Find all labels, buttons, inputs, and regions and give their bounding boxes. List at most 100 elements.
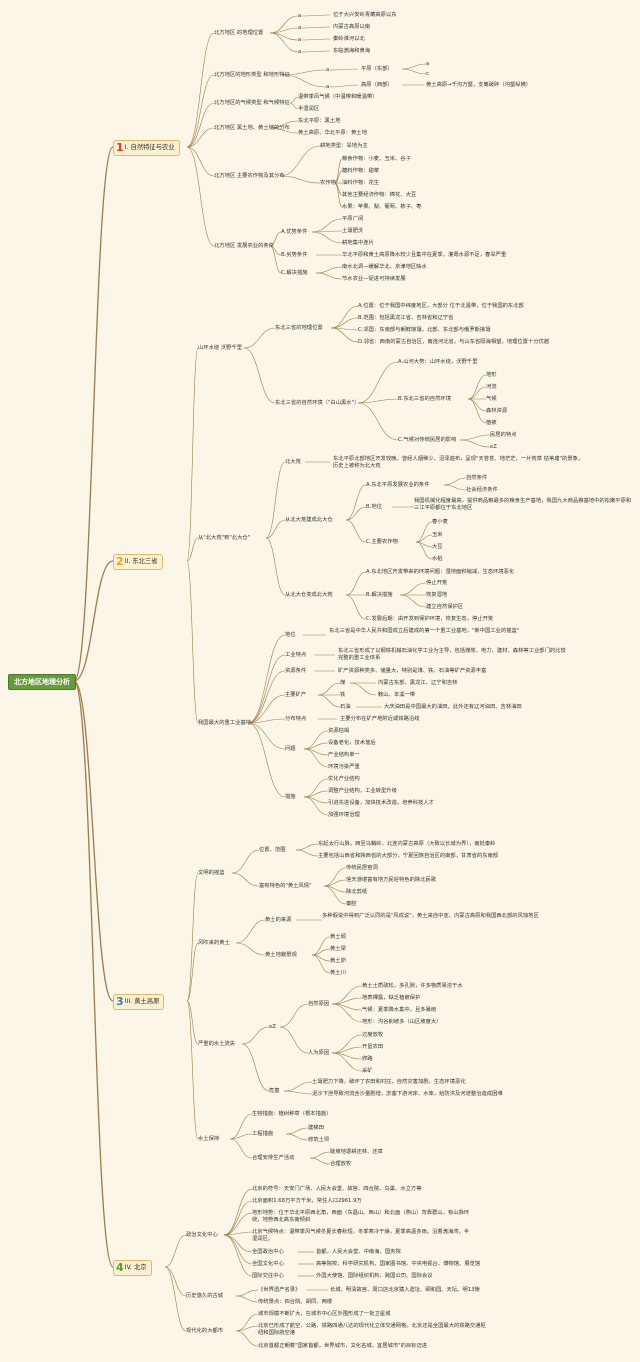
connector <box>229 1138 253 1159</box>
s2-main-crop[interactable]: C.主要农作物 <box>366 539 398 545</box>
s2-env-b-item: 气候 <box>486 396 497 402</box>
s4-political[interactable]: 政治文化中心 <box>186 1232 218 1238</box>
s3-position[interactable]: 位置、范围 <box>259 847 286 853</box>
connector <box>269 245 282 274</box>
s2-crop-item: 水稻 <box>432 556 443 562</box>
s1-crop-item: 水果：苹果、梨、葡萄、柿子、枣 <box>342 204 422 210</box>
connector <box>283 1090 313 1095</box>
connector <box>303 790 329 798</box>
s2-bdh1[interactable]: 北大荒 <box>285 459 301 465</box>
s4-pol-item: 北京气候特点：温带季风气候冬夏长春秋短，冬季寒冷干燥，夏季高温多雨。沿着渤海湾，… <box>252 1229 470 1242</box>
connector <box>309 1157 331 1165</box>
s2-cond[interactable]: A.东北平原发展农业的条件 <box>366 482 430 488</box>
connector <box>345 594 367 620</box>
s2-bdh[interactable]: 从"北大荒"到"北大仓" <box>198 535 251 541</box>
s3-human[interactable]: 人为原因 <box>308 1050 330 1056</box>
s2-chg-b-item: 恢复湿地 <box>426 592 448 598</box>
s2-measure-item: 调整产业结构，工业转型升级 <box>328 788 397 794</box>
connector <box>443 477 467 486</box>
s3-protection[interactable]: 水土保持 <box>198 1136 220 1142</box>
s3-erosion[interactable]: 严重的水土流失 <box>198 1041 236 1047</box>
s2-env-b-item: 地形 <box>486 372 497 378</box>
s3-harm-item: 泥沙下泄导致河流含沙量剧增，淤塞下游河床、水库，给防洪及河道整治造成困难 <box>312 1091 503 1097</box>
s3-ez[interactable]: eZ <box>269 1024 276 1030</box>
s1-location[interactable]: 北方地区 的地理位置 <box>214 30 264 36</box>
section-node-4[interactable]: 4IV. 北京 <box>113 1260 152 1276</box>
s2-bdh3[interactable]: 从北大仓变成北大荒 <box>285 592 333 598</box>
s2-chg-b[interactable]: B.解决措施 <box>366 592 393 598</box>
root-node[interactable]: 北方地区地理分析 <box>8 674 76 690</box>
s1-dis[interactable]: B.劣势条件 <box>281 252 308 258</box>
s3-production[interactable]: 合理安排生产活动 <box>252 1155 295 1161</box>
s4-mod-item: 北京首都正朝着"国家首都，世界城市，文化名城，宜居城市"的目标迈进 <box>258 1343 428 1349</box>
connector <box>235 919 266 944</box>
s1-plateau[interactable]: 高原（西部） <box>361 82 393 88</box>
s3-wind[interactable]: 风吹来的黄土 <box>198 940 230 946</box>
s4-hist-value: 长城、明清故宫、周口店北京猿人遗址、颐和园、天坛、明13陵 <box>330 1287 480 1293</box>
connector <box>330 317 359 329</box>
s3-natural-item: 地表裸露，缺乏植被保护 <box>362 995 421 1001</box>
s4-hist-key: 传统景点：四合院、胡同、两楼 <box>258 1299 333 1305</box>
s1-agri[interactable]: 北方地区 发展农业的条件 <box>214 243 274 249</box>
s3-civilization[interactable]: 文明的摇篮 <box>198 870 225 876</box>
s2-mine[interactable]: 主要矿产 <box>285 692 307 698</box>
s2-status[interactable]: B.地位 <box>366 504 382 510</box>
s2-measure-item: 优化产业结构 <box>328 776 360 782</box>
connector <box>235 1289 259 1297</box>
s1-plain[interactable]: 平原（东部） <box>361 66 393 72</box>
s2-res-feat[interactable]: 资源条件 <box>285 668 307 674</box>
s1-adv-item: 平原广阔 <box>342 216 364 222</box>
s2-mountains[interactable]: 山环水绕 沃野千里 <box>198 345 243 351</box>
s1-crops[interactable]: 北方地区 主要农作物及其分布 <box>214 173 285 179</box>
s4-pol-item: 北京面积1.68万平方千米，常住人口2961.9万 <box>252 1198 362 1204</box>
s1-climate-item: 半湿润区 <box>298 106 320 112</box>
s2-ind-status[interactable]: 地位 <box>285 632 296 638</box>
s2-env-c[interactable]: C.气候对传统民居的影响 <box>398 437 457 443</box>
connector <box>357 398 399 404</box>
s1-climate[interactable]: 北方地区的气候类型 和气候特征 <box>214 100 290 106</box>
s3-natural[interactable]: 自然原因 <box>308 1001 330 1007</box>
s2-measure[interactable]: 措施 <box>285 794 296 800</box>
connector <box>331 985 363 1005</box>
section-node-1[interactable]: 1I. 自然特征与农业 <box>113 140 180 156</box>
s3-landform[interactable]: 黄土地貌景观 <box>265 952 297 958</box>
connector <box>345 484 367 521</box>
section-node-3[interactable]: 3III. 黄土高原 <box>113 994 165 1010</box>
section-node-2[interactable]: 2II. 东北三省 <box>113 554 163 570</box>
s2-position[interactable]: 东北三省的地理位置 <box>275 325 323 331</box>
connector <box>301 26 331 29</box>
s3-engineering[interactable]: 工程措施 <box>252 1131 274 1137</box>
s4-history[interactable]: 历史悠久的古城 <box>186 1293 224 1299</box>
mark: a <box>298 37 302 43</box>
s2-chg-b-item: 停止开荒 <box>426 580 448 586</box>
s2-bdh2[interactable]: 从北大荒建成北大仓 <box>285 517 333 523</box>
s3-source[interactable]: 黄土的来源 <box>265 917 292 923</box>
connector <box>186 74 215 148</box>
s4-modern[interactable]: 现代化的大都市 <box>186 1328 224 1334</box>
s3-style[interactable]: 富有特色的"黄土风情" <box>259 883 312 889</box>
s2-env-b[interactable]: B.东北三省的自然环境 <box>398 396 451 402</box>
s2-industry[interactable]: 我国最大的重工业基地 <box>198 720 251 726</box>
s1-crop-label[interactable]: 农作物 <box>320 180 336 186</box>
s3-harm[interactable]: 危害 <box>269 1088 280 1094</box>
s2-environment[interactable]: 东北三省的自然环境（"白山黑水"） <box>275 400 360 406</box>
s3-eng-item: 建梯田 <box>308 1125 324 1131</box>
s2-position-item: B.范围：包括黑龙江省、吉林省和辽宁省 <box>358 315 454 321</box>
s2-ind-feat[interactable]: 工业特点 <box>285 652 307 658</box>
s1-terrain[interactable]: 北方地区的地形类型 和地形特征 <box>214 72 290 78</box>
s1-sol-item: 南水北调—缓解华北、京津地区缺水 <box>342 264 427 270</box>
connector <box>329 68 359 71</box>
s3-source-desc: 多种假说中得到广泛认同的是"风成说"，黄土来自中亚、内蒙古高原和我国西北部的风蚀… <box>322 913 539 919</box>
connector <box>331 1046 363 1054</box>
connector <box>186 32 215 148</box>
s1-adv[interactable]: A.优势条件 <box>281 229 308 235</box>
s2-env-c-item: 民居的特点 <box>490 432 517 438</box>
s2-dist[interactable]: 分布特点 <box>285 716 307 722</box>
s2-ind-status-desc: 东北三省是中华人民共和国成立后建成的第一个重工业基地，"新中国工业的摇篮" <box>329 628 520 634</box>
s1-sol[interactable]: C.解决措施 <box>281 270 308 276</box>
s4-center-value: 外国大使馆、国际组织机构、跨国公司、国际会议 <box>316 1273 433 1279</box>
s1-soil[interactable]: 北方地区 黑土地、黄土地的分布 <box>214 125 290 131</box>
connector <box>285 1133 309 1141</box>
s2-problem[interactable]: 问题 <box>285 746 296 752</box>
